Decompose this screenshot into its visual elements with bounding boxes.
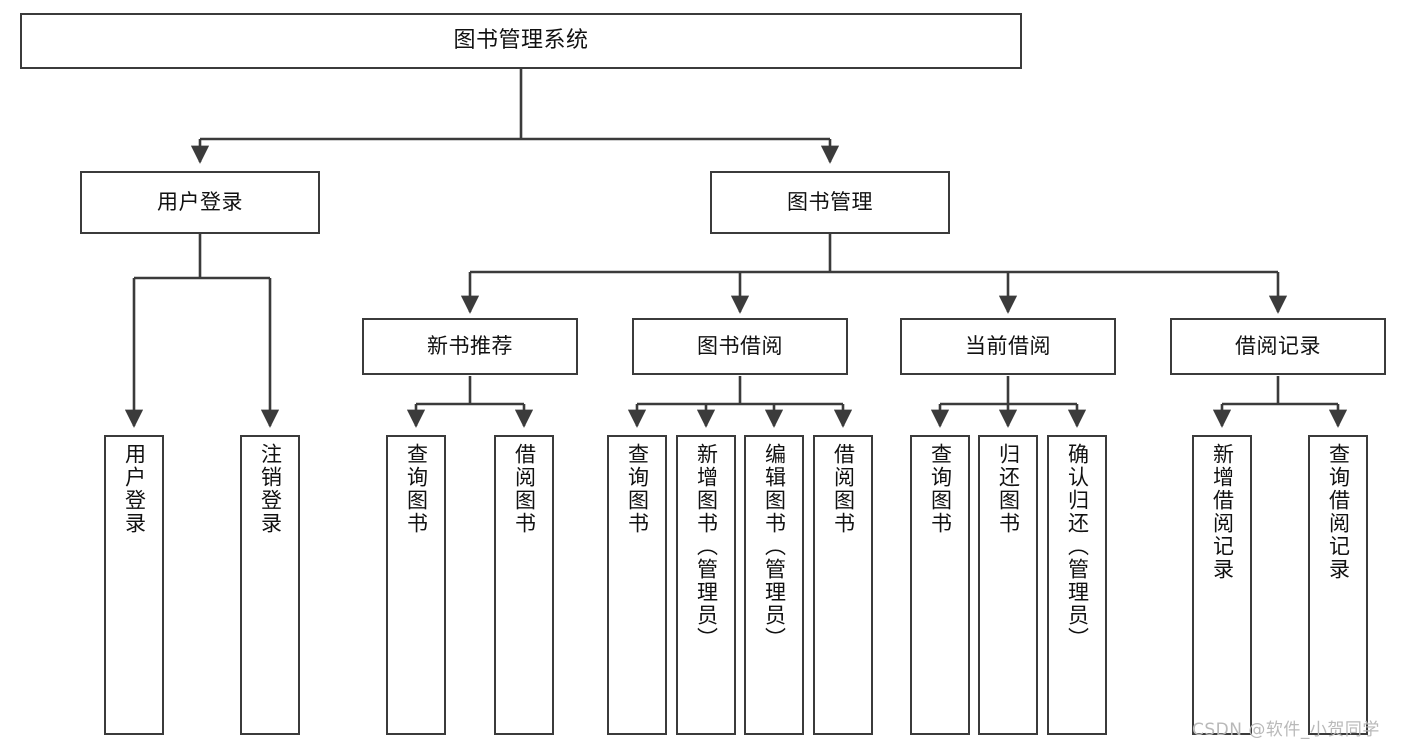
node-label: 图书管理: [787, 189, 873, 214]
node-book-borrow[interactable]: 图书借阅: [632, 318, 848, 375]
node-label: 当前借阅: [965, 333, 1051, 358]
node-label: 编辑图书（管理员）: [762, 443, 787, 650]
node-root-book-management-system[interactable]: 图书管理系统: [20, 13, 1022, 69]
leaf-record-add-borrow-record[interactable]: 新增借阅记录: [1192, 435, 1252, 735]
leaf-record-query-borrow-record[interactable]: 查询借阅记录: [1308, 435, 1368, 735]
leaf-current-confirm-return-admin[interactable]: 确认归还（管理员）: [1047, 435, 1107, 735]
leaf-borrow-edit-book-admin[interactable]: 编辑图书（管理员）: [744, 435, 804, 735]
node-label: 新增图书（管理员）: [694, 443, 719, 650]
node-label: 新增借阅记录: [1210, 443, 1235, 581]
node-label: 注销登录: [258, 443, 283, 535]
node-current-borrow[interactable]: 当前借阅: [900, 318, 1116, 375]
node-borrow-record[interactable]: 借阅记录: [1170, 318, 1386, 375]
node-user-login[interactable]: 用户登录: [80, 171, 320, 234]
node-label: 查询图书: [625, 443, 650, 535]
leaf-new-book-borrow[interactable]: 借阅图书: [494, 435, 554, 735]
node-label: 用户登录: [122, 443, 147, 535]
leaf-user-login-login[interactable]: 用户登录: [104, 435, 164, 735]
leaf-borrow-query-book[interactable]: 查询图书: [607, 435, 667, 735]
node-label: 查询图书: [928, 443, 953, 535]
node-label: 图书借阅: [697, 333, 783, 358]
node-label: 查询图书: [404, 443, 429, 535]
node-label: 查询借阅记录: [1326, 443, 1351, 581]
node-label: 新书推荐: [427, 333, 513, 358]
node-label: 图书管理系统: [453, 28, 589, 54]
node-label: 借阅图书: [831, 443, 856, 535]
leaf-current-query-book[interactable]: 查询图书: [910, 435, 970, 735]
node-book-management[interactable]: 图书管理: [710, 171, 950, 234]
node-label: 用户登录: [157, 189, 243, 214]
node-label: 借阅图书: [512, 443, 537, 535]
watermark-text: CSDN @软件_小贺同学: [1192, 720, 1380, 740]
leaf-user-login-logout[interactable]: 注销登录: [240, 435, 300, 735]
node-label: 归还图书: [996, 443, 1021, 535]
leaf-borrow-borrow-book[interactable]: 借阅图书: [813, 435, 873, 735]
node-new-book-recommend[interactable]: 新书推荐: [362, 318, 578, 375]
leaf-new-book-query[interactable]: 查询图书: [386, 435, 446, 735]
node-label: 确认归还（管理员）: [1065, 443, 1090, 650]
leaf-current-return-book[interactable]: 归还图书: [978, 435, 1038, 735]
leaf-borrow-add-book-admin[interactable]: 新增图书（管理员）: [676, 435, 736, 735]
node-label: 借阅记录: [1235, 333, 1321, 358]
